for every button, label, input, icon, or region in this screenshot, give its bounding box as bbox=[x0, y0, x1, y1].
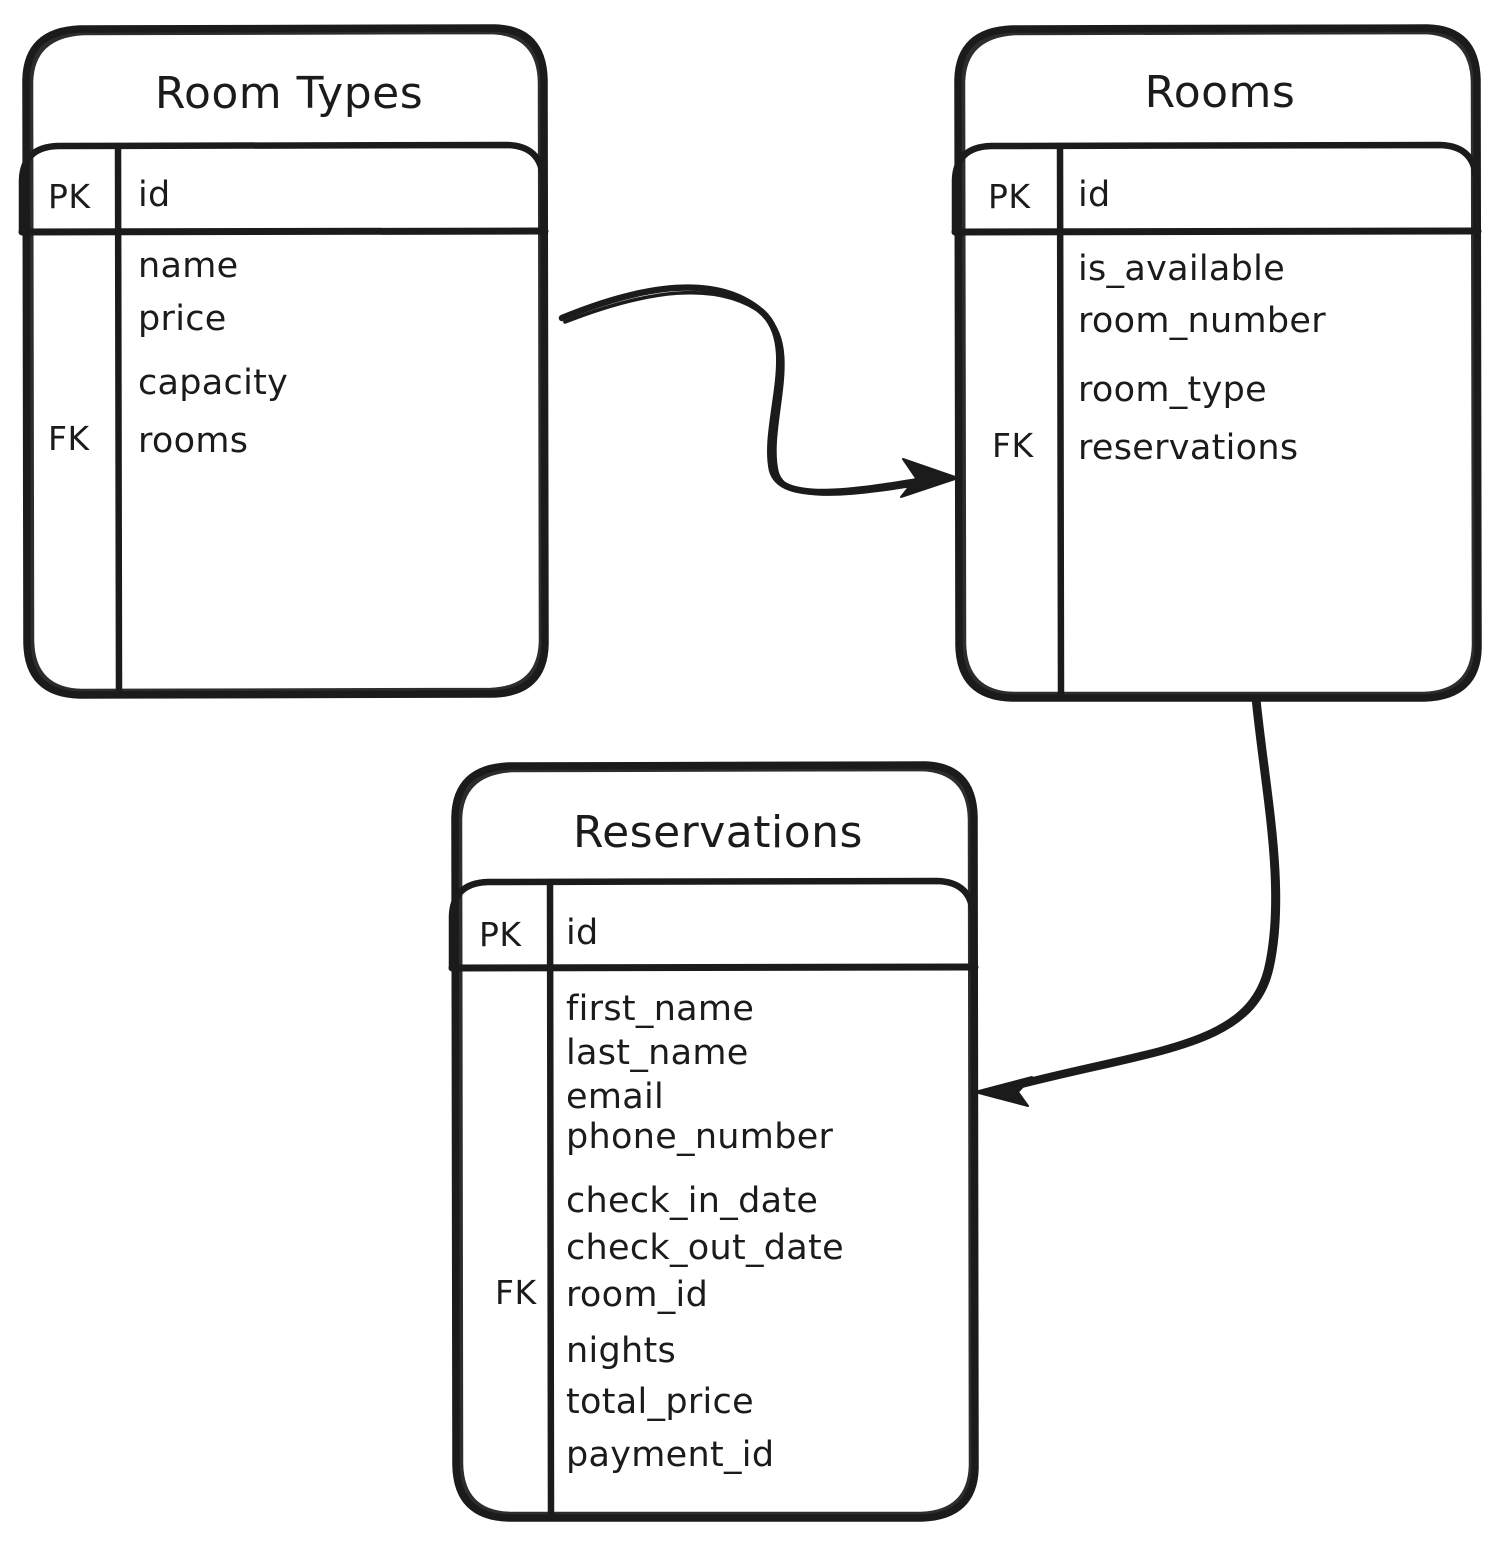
entity-card-outline bbox=[451, 761, 979, 1522]
entity-title: Room Types bbox=[155, 68, 423, 119]
entity-room-types[interactable]: Room Types PK id name price capacity roo… bbox=[18, 24, 549, 699]
foreign-key-label: FK bbox=[48, 419, 90, 458]
field-name: name bbox=[138, 246, 238, 286]
relationship-line bbox=[558, 284, 942, 496]
field-first-name: first_name bbox=[566, 989, 754, 1029]
field-email: email bbox=[566, 1077, 664, 1117]
foreign-key-label: FK bbox=[992, 426, 1034, 465]
relationship-line bbox=[991, 696, 1278, 1094]
entity-card-outline-sketch bbox=[28, 29, 544, 694]
field-payment-id: payment_id bbox=[566, 1435, 774, 1475]
relationship-room-types-to-rooms[interactable] bbox=[558, 284, 959, 498]
primary-key-label: PK bbox=[479, 915, 522, 954]
primary-key-row-outline bbox=[18, 141, 547, 236]
field-last-name: last_name bbox=[566, 1033, 749, 1073]
field-capacity: capacity bbox=[138, 363, 288, 403]
key-column-divider bbox=[1056, 142, 1065, 700]
relationship-rooms-to-reservations[interactable] bbox=[974, 696, 1281, 1107]
field-is-available: is_available bbox=[1078, 249, 1285, 289]
foreign-key-label: FK bbox=[495, 1273, 537, 1312]
primary-key-field: id bbox=[138, 175, 171, 215]
primary-key-field: id bbox=[566, 913, 599, 953]
relationship-line-sketch bbox=[994, 700, 1281, 1095]
field-check-out-date: check_out_date bbox=[566, 1228, 844, 1268]
primary-key-label: PK bbox=[48, 177, 91, 216]
field-room-id: room_id bbox=[566, 1275, 708, 1315]
primary-key-row-outline bbox=[951, 141, 1480, 236]
primary-key-separator bbox=[448, 963, 979, 972]
entity-card-outline-sketch bbox=[457, 766, 974, 1517]
field-price: price bbox=[138, 299, 227, 339]
key-column-divider bbox=[546, 878, 555, 1520]
relationship-arrowhead bbox=[974, 1076, 1033, 1107]
entity-card-outline-sketch bbox=[960, 29, 1477, 697]
field-total-price: total_price bbox=[566, 1382, 754, 1422]
field-nights: nights bbox=[566, 1331, 676, 1371]
primary-key-row-outline bbox=[448, 877, 977, 972]
field-rooms: rooms bbox=[138, 421, 248, 461]
primary-key-separator bbox=[18, 227, 549, 236]
entity-card-outline bbox=[22, 24, 549, 699]
field-phone-number: phone_number bbox=[566, 1117, 834, 1157]
entity-card-outline bbox=[954, 24, 1482, 702]
field-room-number: room_number bbox=[1078, 301, 1326, 341]
entity-rooms[interactable]: Rooms PK id is_available room_number roo… bbox=[951, 24, 1482, 702]
primary-key-separator bbox=[951, 227, 1482, 236]
key-column-divider bbox=[114, 142, 123, 697]
primary-key-field: id bbox=[1078, 175, 1111, 215]
field-check-in-date: check_in_date bbox=[566, 1181, 818, 1221]
field-reservations: reservations bbox=[1078, 428, 1298, 468]
relationship-arrowhead bbox=[900, 458, 959, 498]
entity-reservations[interactable]: Reservations PK id first_name last_name … bbox=[448, 761, 979, 1522]
entity-title: Rooms bbox=[1145, 67, 1296, 118]
primary-key-label: PK bbox=[988, 177, 1031, 216]
relationship-line-sketch bbox=[563, 290, 940, 496]
entity-title: Reservations bbox=[573, 807, 863, 858]
field-room-type: room_type bbox=[1078, 370, 1267, 410]
